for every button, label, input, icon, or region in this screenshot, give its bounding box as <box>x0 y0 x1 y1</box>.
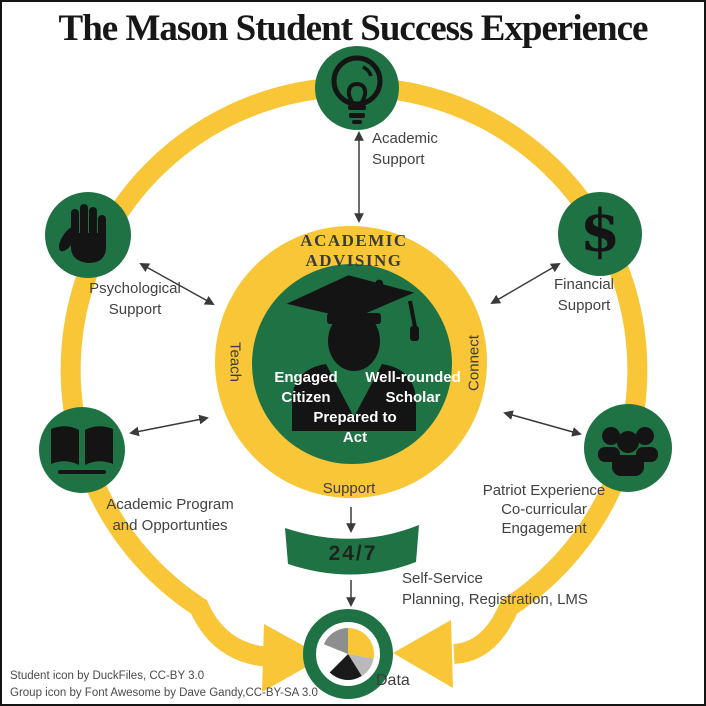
label-data: Data <box>376 672 410 689</box>
advising-heading-line: ADVISING <box>305 251 403 270</box>
pie-slice <box>323 628 348 654</box>
label-academic-support: Academic Support <box>372 128 438 170</box>
label-line: and Opportunties <box>112 517 228 534</box>
data-hub-ring <box>303 609 393 699</box>
graduate-icon <box>286 275 419 431</box>
data-pie <box>322 628 374 680</box>
value-well-rounded-scholar: Well-rounded Scholar <box>365 368 461 408</box>
ring-right-arc <box>353 77 648 664</box>
label-line: Support <box>557 297 611 314</box>
label-patriot-experience: Patriot Experience Co-curricular Engagem… <box>483 481 606 538</box>
attribution-credits: Student icon by DuckFiles, CC-BY 3.0 Gro… <box>10 668 318 702</box>
value-line: Scholar <box>385 389 441 406</box>
label-line: Patriot Experience <box>482 482 606 499</box>
pie-slice <box>348 628 374 659</box>
credit-line: Group icon by Font Awesome by Dave Gandy… <box>10 687 318 699</box>
ring-label-connect: Connect <box>465 335 483 391</box>
pie-slice <box>348 654 374 677</box>
label-line: Support <box>108 301 162 318</box>
value-prepared-to-act: Prepared to Act <box>313 408 396 448</box>
label-line: Engagement <box>501 520 587 537</box>
dollar-sign-icon: $ <box>579 196 621 265</box>
outer-cycle-ring <box>60 77 648 692</box>
page-title: The Mason Student Success Experience <box>58 8 649 49</box>
open-book-icon <box>51 426 113 474</box>
credit-line: Student icon by DuckFiles, CC-BY 3.0 <box>10 670 205 682</box>
connector-arrows <box>129 131 582 607</box>
lightbulb-icon <box>331 55 383 124</box>
ring-left-arc <box>60 77 355 667</box>
label-line: Academic <box>372 130 438 147</box>
arrow-upper-left <box>139 263 215 305</box>
label-line: Co-curricular <box>501 501 587 518</box>
ring-left-arrowhead-icon <box>262 624 324 692</box>
label-self-service: Self-Service Planning, Registration, LMS <box>402 568 588 610</box>
label-line: Planning, Registration, LMS <box>402 591 588 608</box>
advising-heading: ACADEMIC ADVISING <box>300 231 407 271</box>
value-engaged-citizen: Engaged Citizen <box>274 368 337 408</box>
people-group-icon <box>598 427 658 476</box>
value-line: Well-rounded <box>365 369 461 386</box>
label-line: Psychological <box>89 280 181 297</box>
arrow-lower-left <box>129 414 209 437</box>
pie-slice <box>329 654 362 680</box>
data-hub <box>303 609 393 699</box>
arrow-lower-right <box>503 410 582 437</box>
label-line: Financial <box>553 276 615 293</box>
value-line: Prepared to <box>313 409 397 426</box>
raised-hand-icon <box>59 204 106 263</box>
node-financial-support-circle <box>558 192 642 276</box>
ring-right-arrowhead-icon <box>393 620 453 688</box>
pie-slice <box>322 644 348 673</box>
value-line: Engaged <box>274 369 338 386</box>
label-psychological-support: Psychological Support <box>89 278 181 320</box>
label-line: Self-Service <box>402 570 483 587</box>
ribbon-label: 24/7 <box>328 542 378 565</box>
ring-label-support: Support <box>322 480 376 497</box>
ring-label-teach: Teach <box>226 341 244 383</box>
label-financial-support: Financial Support <box>554 274 614 316</box>
label-line: Support <box>372 151 425 168</box>
arrow-upper-right <box>490 263 561 304</box>
advising-heading-line: ACADEMIC <box>300 231 408 250</box>
value-line: Act <box>342 429 368 446</box>
label-academic-program: Academic Program and Opportunties <box>106 494 234 536</box>
label-line: Academic Program <box>106 496 234 513</box>
ribbon-banner <box>285 525 419 575</box>
value-line: Citizen <box>281 389 331 406</box>
